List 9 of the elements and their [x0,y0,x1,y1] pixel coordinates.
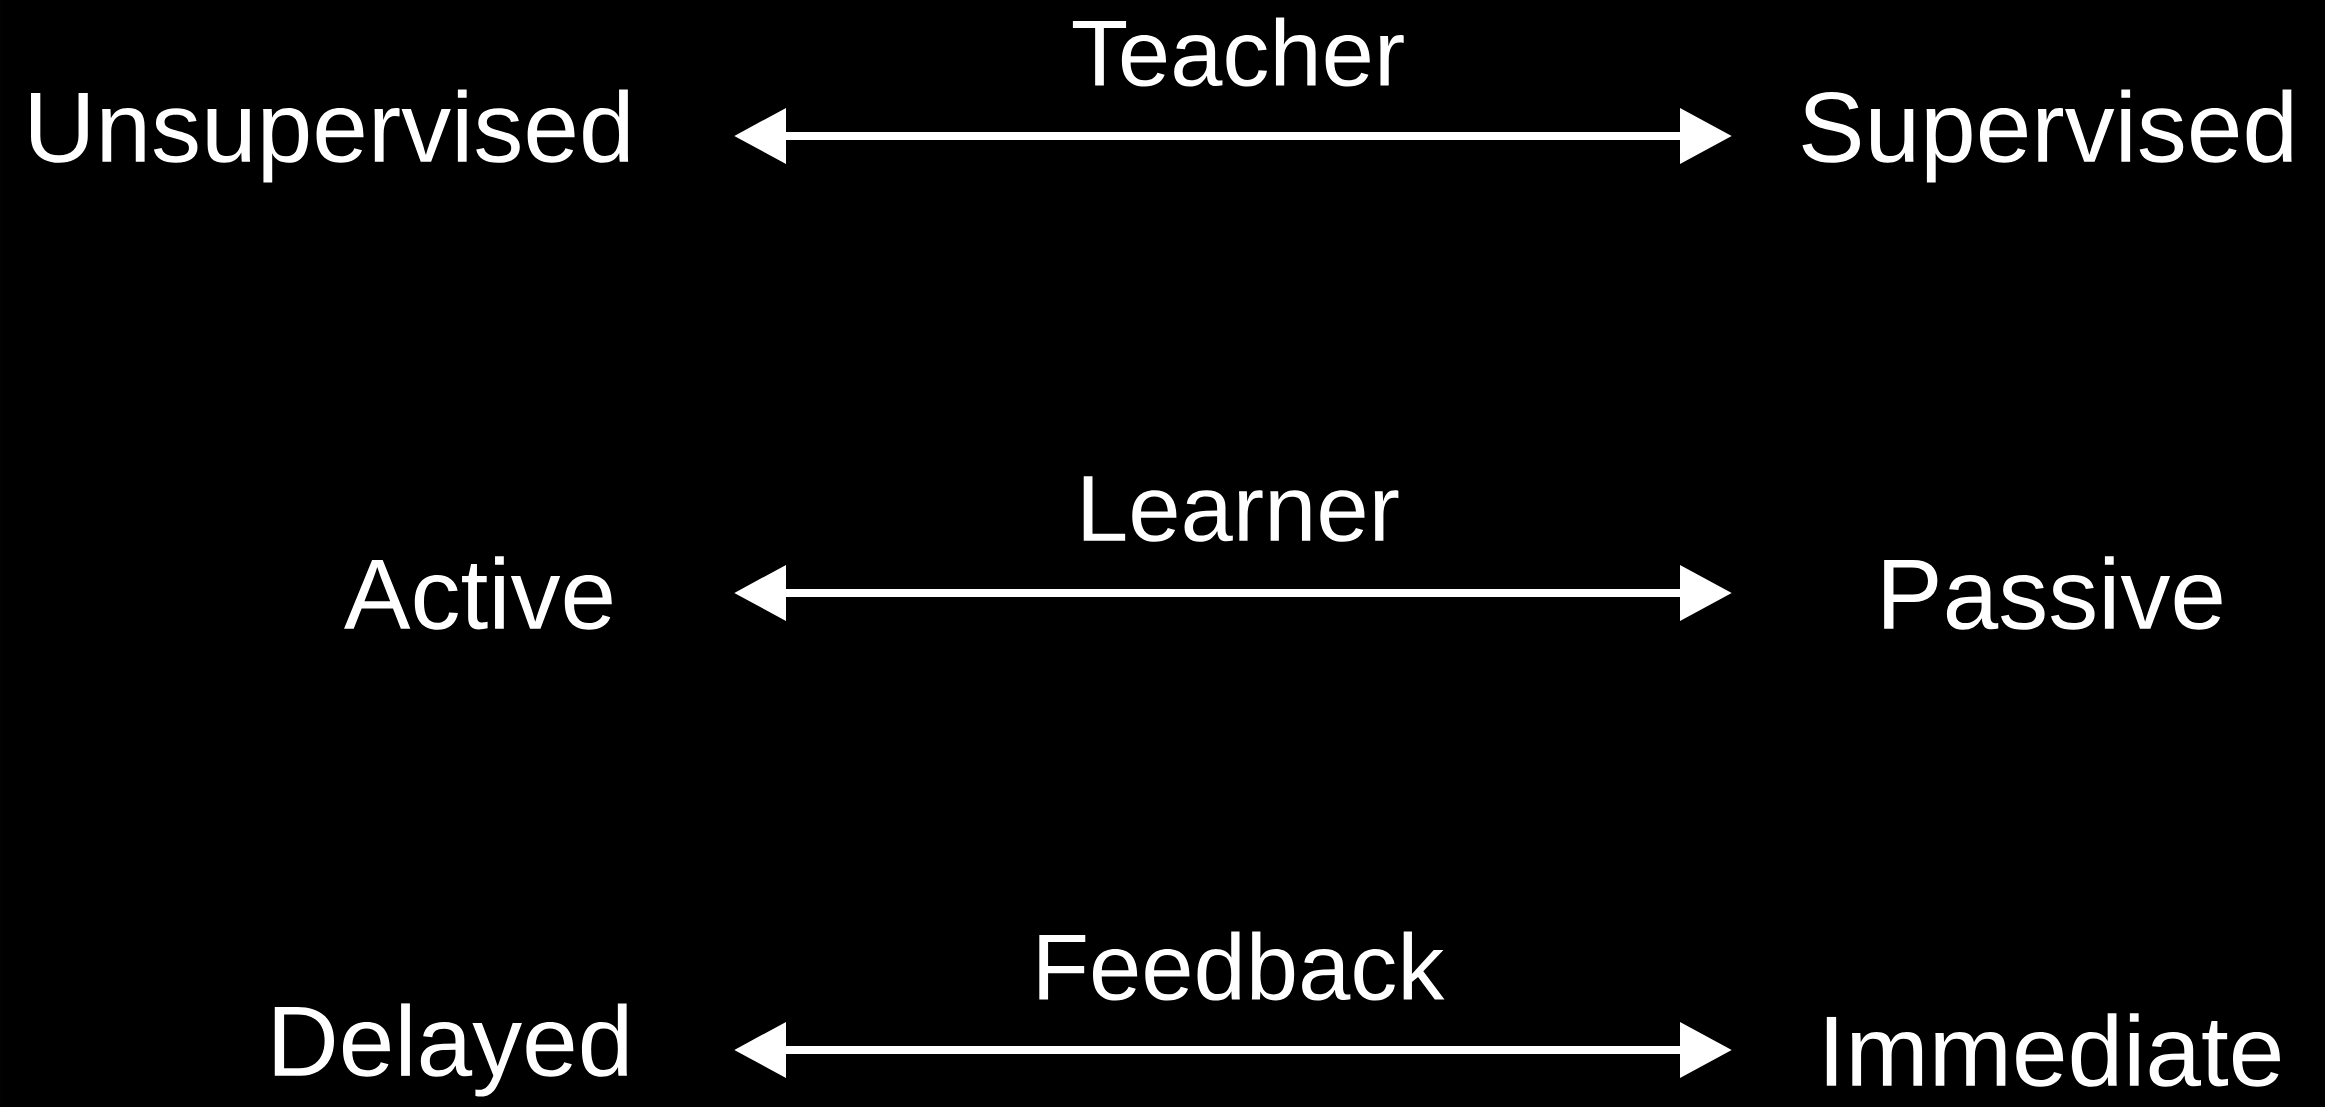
edge-label: Learner [1083,476,1399,542]
edge-label: Teacher [1072,17,1404,87]
term-label: Passive [1884,556,2222,630]
edge-label: Feedback [1039,931,1445,1001]
term-label: Delayed [274,1003,627,1097]
term-label: Supervised [1802,89,2292,183]
term-label: Unsupervised [31,89,629,183]
term-label: Active [344,556,612,630]
term-label: Immediate [1826,1013,2280,1087]
